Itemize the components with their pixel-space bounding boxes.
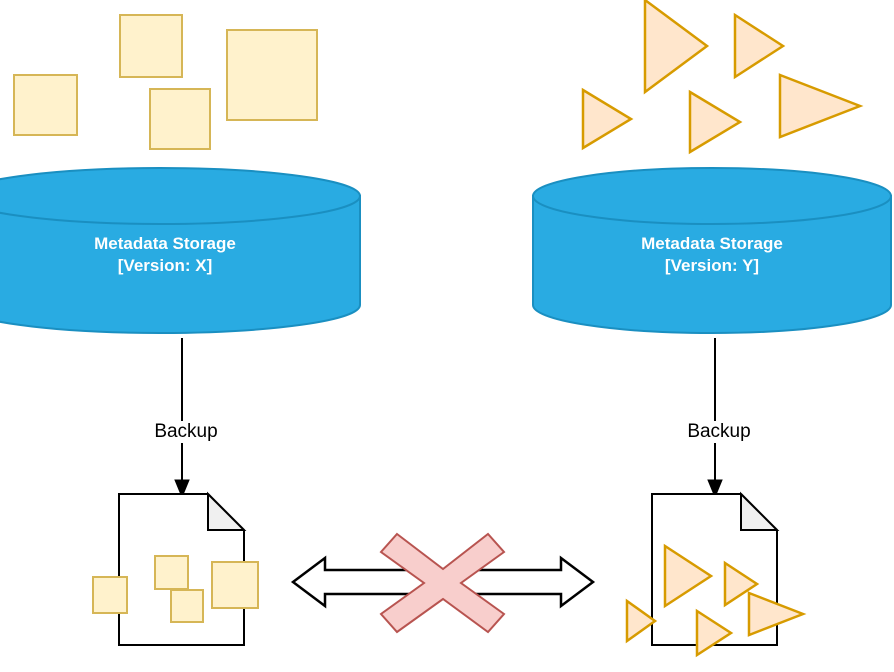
document-square <box>92 576 128 614</box>
left-floating-squares <box>13 14 318 150</box>
floating-square <box>149 88 211 150</box>
incompatible-x-icon <box>379 532 506 634</box>
right-backup-edge-label: Backup <box>675 421 763 443</box>
floating-square <box>119 14 183 78</box>
document-triangle <box>747 591 807 637</box>
left-backup-edge-label: Backup <box>142 421 230 443</box>
left-metadata-storage-cylinder <box>0 167 361 334</box>
floating-triangle <box>733 12 786 80</box>
left-document-inner-squares <box>92 555 259 623</box>
floating-square <box>13 74 78 136</box>
floating-triangle <box>688 89 743 155</box>
right-backup-arrow <box>707 338 723 499</box>
document-square <box>154 555 189 590</box>
floating-triangle <box>581 87 634 151</box>
right-document-inner-triangles <box>625 543 807 658</box>
document-square <box>211 561 259 609</box>
right-backup-document <box>625 491 807 658</box>
floating-triangle <box>778 73 864 139</box>
document-triangle <box>625 598 658 644</box>
floating-square <box>226 29 318 121</box>
right-metadata-storage-cylinder <box>532 167 892 334</box>
right-floating-triangles <box>581 0 864 155</box>
floating-triangle <box>643 0 710 95</box>
left-backup-arrow <box>174 338 190 499</box>
document-square <box>170 589 204 623</box>
document-triangle <box>723 560 760 608</box>
left-backup-document <box>92 491 259 646</box>
document-triangle <box>695 608 734 658</box>
document-triangle <box>663 543 714 609</box>
